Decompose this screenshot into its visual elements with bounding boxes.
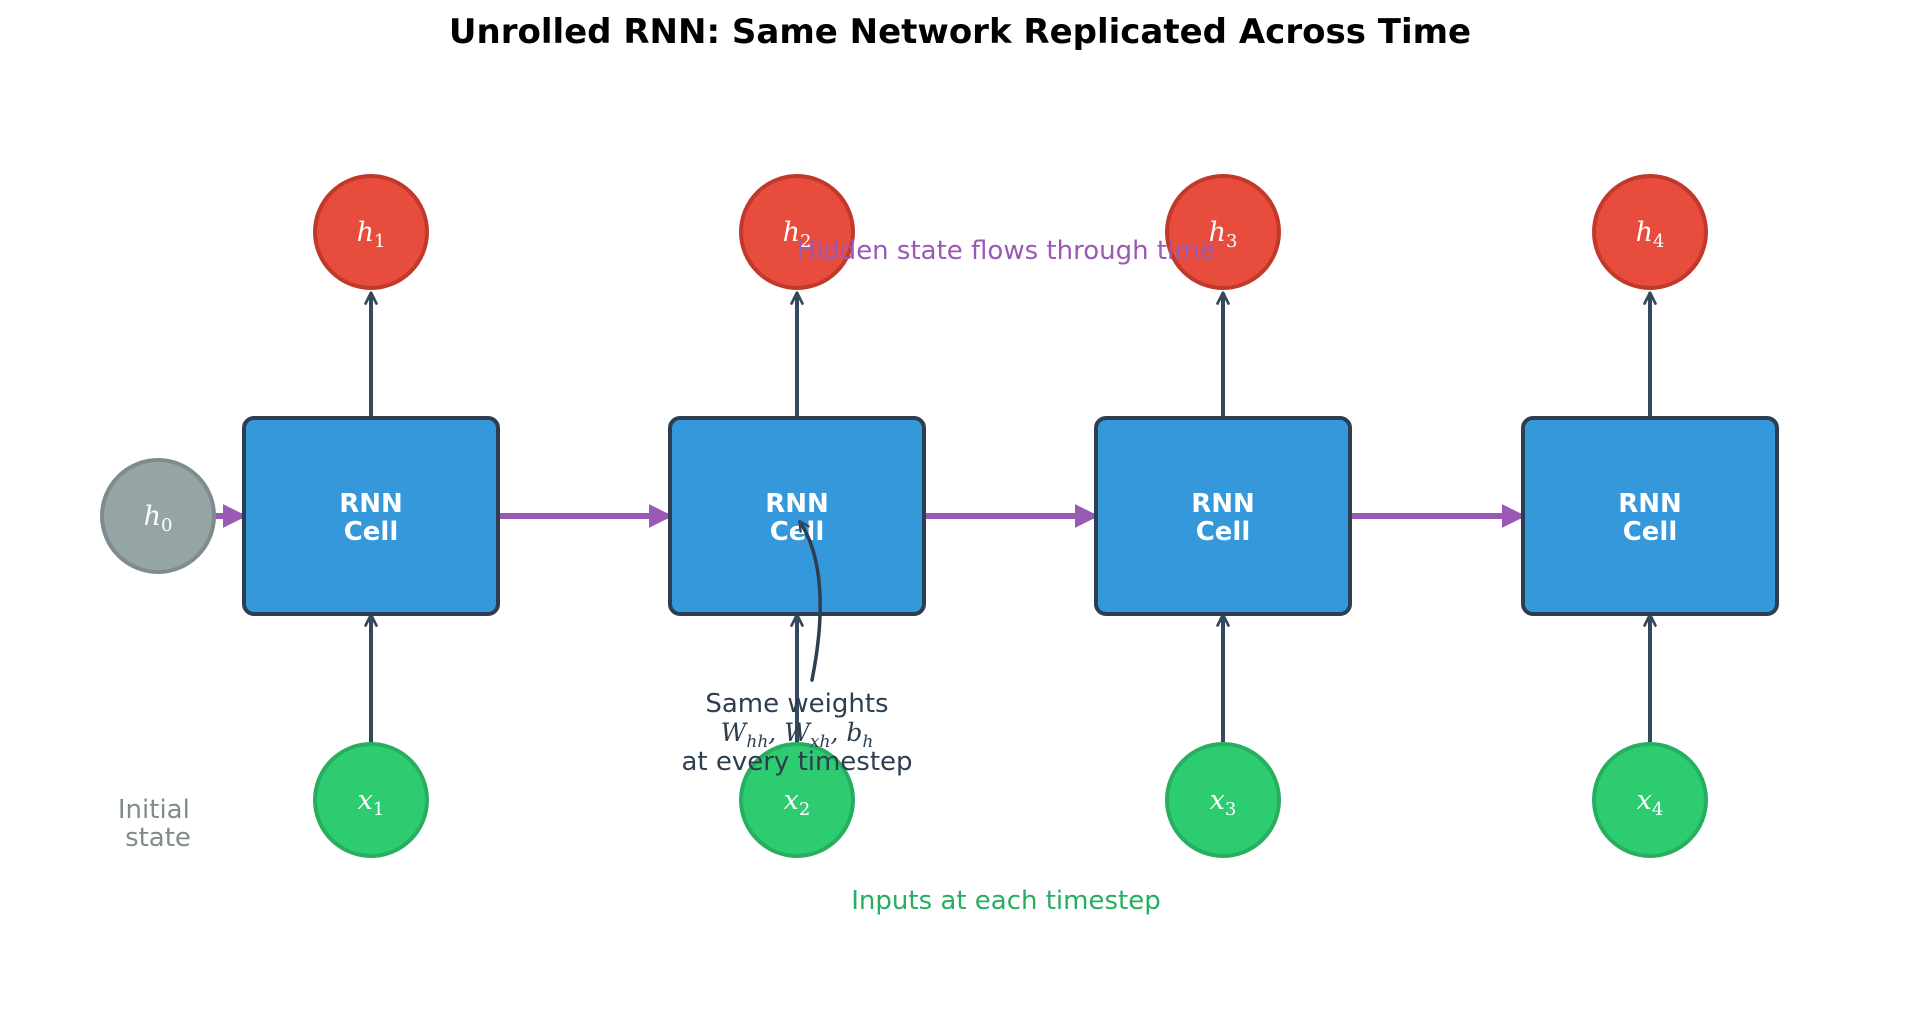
input-node-1 <box>313 742 429 858</box>
weights-line1: Same weights <box>705 689 888 719</box>
initial-state-caption: Initial state <box>118 795 198 853</box>
hidden-state-label-3: h3 <box>1209 217 1238 252</box>
rnn-cell-label-line1: RNN <box>1618 489 1682 519</box>
hidden-state-node-4 <box>1592 174 1708 290</box>
rnn-cell-label-line2: Cell <box>1196 517 1251 547</box>
rnn-cell-label-line2: Cell <box>1623 517 1678 547</box>
hidden-state-node-3 <box>1165 174 1281 290</box>
rnn-cell-2 <box>668 416 926 616</box>
input-node-4 <box>1592 742 1708 858</box>
rnn-cell-4 <box>1521 416 1779 616</box>
rnn-cell-label-line2: Cell <box>344 517 399 547</box>
inputs-annotation: Inputs at each timestep <box>851 886 1160 916</box>
rnn-cell-label-line1: RNN <box>765 489 829 519</box>
weights-math: Whh, Wxh, bh​ <box>721 718 874 752</box>
hidden-state-node-1 <box>313 174 429 290</box>
initial-state-label: h0 <box>144 501 173 536</box>
input-label-1: x1 <box>358 785 385 820</box>
input-label-2: x2 <box>784 785 811 820</box>
input-label-4: x4 <box>1637 785 1664 820</box>
hidden-flow-annotation: Hidden state flows through time <box>796 236 1215 266</box>
initial-caption-line2: state <box>125 823 191 853</box>
hidden-state-node-2 <box>739 174 855 290</box>
rnn-cell-3 <box>1094 416 1352 616</box>
hidden-state-label-4: h4 <box>1636 217 1665 252</box>
input-node-3 <box>1165 742 1281 858</box>
weights-line3: at every timestep <box>681 747 912 777</box>
rnn-cell-label-line1: RNN <box>339 489 403 519</box>
rnn-cell-1 <box>242 416 500 616</box>
rnn-cell-label-line1: RNN <box>1191 489 1255 519</box>
hidden-state-label-2: h2 <box>783 217 812 252</box>
input-node-2 <box>739 742 855 858</box>
vertical-arrows <box>364 291 1657 744</box>
diagram-title: Unrolled RNN: Same Network Replicated Ac… <box>449 12 1471 52</box>
initial-state-node <box>100 458 216 574</box>
input-label-3: x3 <box>1210 785 1237 820</box>
shared-weights-annotation: Same weights Whh, Wxh, bh​ at every time… <box>681 689 912 777</box>
initial-caption-line1: Initial <box>118 795 190 825</box>
rnn-cell-label-line2: Cell <box>770 517 825 547</box>
hidden-state-label-1: h1 <box>357 217 386 252</box>
state-nodes: h0 h1 x1 h2 x2 h3 x3 h4 x4 <box>100 174 1708 858</box>
weights-pointer-arrow <box>798 519 822 682</box>
